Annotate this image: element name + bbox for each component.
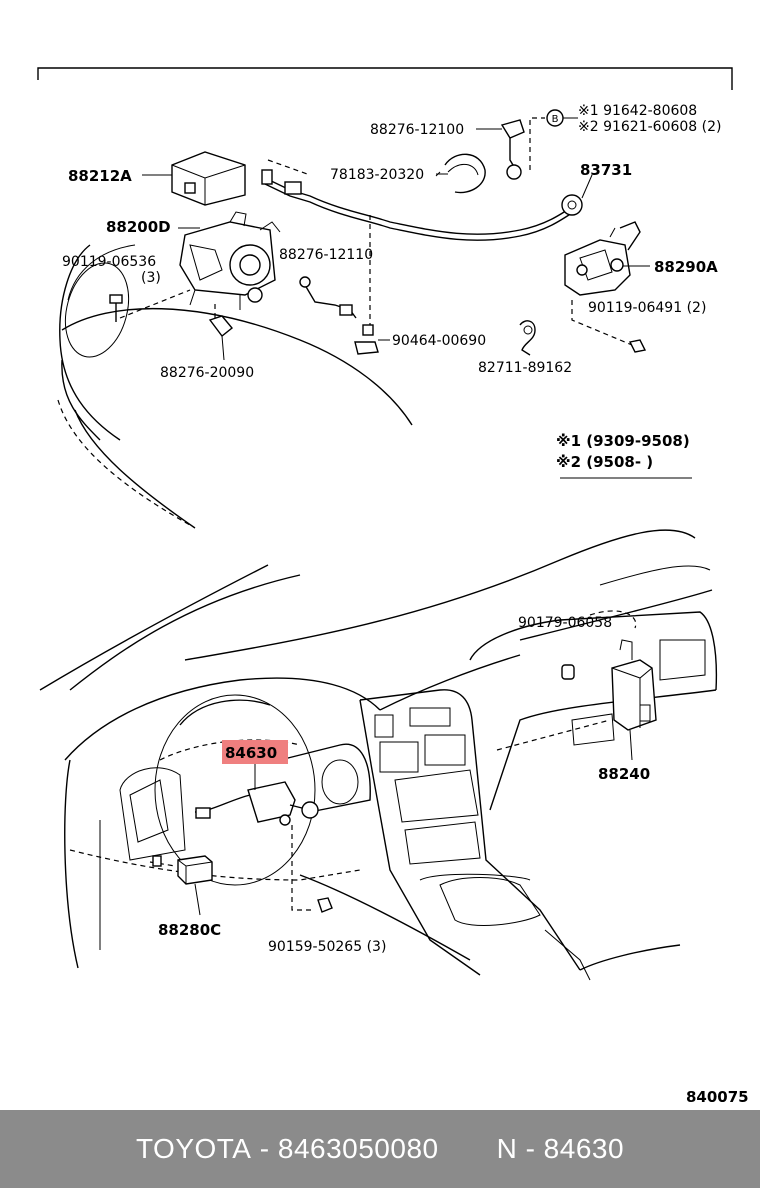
parts-diagram: B [37, 67, 749, 1106]
footer-brand: TOYOTA [135, 1133, 252, 1164]
actuator-cover [171, 151, 246, 206]
b-marker-text: B [552, 114, 559, 125]
label-90119-06536: 90119-06536 [62, 254, 156, 270]
accelerator-cable [261, 159, 576, 241]
label-88276-12110: 88276-12110 [279, 247, 373, 263]
clamp-88276-12100 [500, 117, 545, 180]
frame-bracket [37, 67, 733, 90]
footer-part-number: 8463050080 [277, 1133, 439, 1164]
note-2: ※2 (9508- ) [556, 453, 653, 471]
label-88276-12100: 88276-12100 [370, 122, 464, 138]
dashboard-interior [39, 529, 718, 981]
relay-88240 [561, 610, 657, 761]
label-88200D: 88200D [106, 218, 171, 236]
label-84630: 84630 [225, 744, 277, 762]
label-90179-06058: 90179-06058 [518, 615, 612, 631]
switch-88280C [149, 855, 213, 916]
label-83731: 83731 [580, 161, 632, 179]
label-88240: 88240 [598, 765, 650, 783]
b-marker: B [546, 109, 578, 127]
label-88276-20090: 88276-20090 [160, 365, 254, 381]
ref1-part: ※1 91642-80608 [578, 103, 697, 119]
ref2-part: ※2 91621-60608 (2) [578, 119, 722, 135]
part-footer-bar: TOYOTA - 8463050080 N - 84630 [0, 1110, 760, 1188]
label-90464-00690: 90464-00690 [392, 333, 486, 349]
bracket-88276-20090 [208, 300, 233, 361]
highlight-84630 [222, 740, 288, 764]
label-88290A: 88290A [654, 258, 718, 276]
cruise-control-switch [194, 760, 333, 913]
cruise-actuator [179, 211, 281, 310]
bolt-90119-06536 [109, 289, 191, 322]
label-90119-06491: 90119-06491 (2) [588, 300, 706, 316]
car-front-body [57, 244, 413, 529]
label-90119-06536-qty: (3) [141, 270, 161, 286]
clip-90464-00690 [354, 324, 390, 355]
clip-82711-89162 [519, 320, 536, 356]
note-1: ※1 (9309-9508) [556, 432, 690, 450]
footer-catalog-code: N - 84630 [496, 1133, 625, 1164]
label-82711-89162: 82711-89162 [478, 360, 572, 376]
footer-separator: - [251, 1133, 278, 1164]
label-88280C: 88280C [158, 921, 221, 939]
clamp-83731 [561, 174, 593, 216]
label-90159-50265: 90159-50265 (3) [268, 939, 386, 955]
label-78183-20320: 78183-20320 [330, 167, 424, 183]
footer-gap [439, 1133, 497, 1165]
label-88212A: 88212A [68, 167, 132, 185]
spring-clip [435, 153, 486, 194]
diagram-number: 840075 [686, 1088, 749, 1106]
bracket-88276-12110 [299, 215, 371, 330]
cruise-control-ecu [564, 221, 647, 353]
